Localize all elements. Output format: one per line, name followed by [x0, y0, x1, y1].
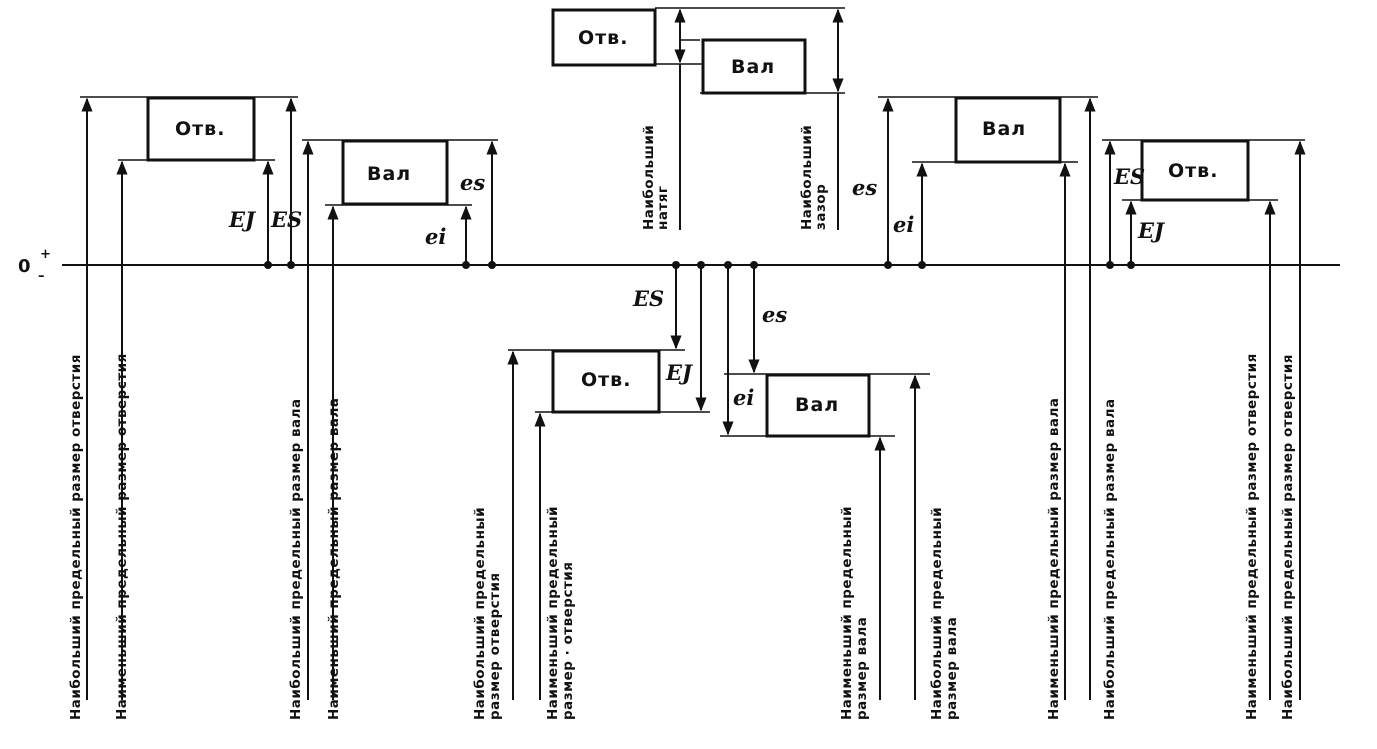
label-max-clearance-1: Наибольший [799, 125, 815, 230]
symbol-ei: ei [733, 385, 754, 410]
label-max-interference-2: натяг [655, 186, 671, 230]
group-hole-right: Отв. ES EJ Наименьший предельный размер … [1102, 139, 1306, 720]
label-min-hole-3: Наименьший предельный размер отверстия [1244, 353, 1260, 720]
label-min-shaft-3: Наименьший предельный размер вала [1046, 397, 1062, 720]
label-min-shaft-2b: размер вала [854, 617, 870, 720]
hole-box-label: Отв. [175, 118, 225, 140]
label-max-shaft-2a: Наибольший предельный [929, 507, 945, 720]
symbol-EJ: EJ [228, 207, 257, 232]
shaft-box [701, 38, 807, 95]
symbol-EJ: EJ [1137, 218, 1166, 243]
hole-box [1140, 139, 1250, 202]
group-shaft-above: Вал ei es Наибольший предельный размер в… [288, 139, 498, 720]
shaft-box [765, 373, 871, 438]
symbol-ES: ES [1113, 164, 1145, 189]
symbol-ei: ei [893, 212, 914, 237]
label-max-hole-2b: размер отверстия [487, 572, 503, 720]
symbol-ES: ES [270, 207, 302, 232]
shaft-box-label: Вал [982, 118, 1026, 140]
group-below-center: Отв. ES EJ Вал es ei Наибольший предельн… [472, 261, 960, 720]
label-max-shaft-2b: размер вала [944, 617, 960, 720]
group-hole-above: Отв. EJ ES Наибольший предельный размер … [68, 96, 302, 720]
hole-box-label: Отв. [581, 369, 631, 391]
symbol-EJ: EJ [665, 360, 694, 385]
symbol-ei: ei [425, 224, 446, 249]
hole-box-label: Отв. [1168, 160, 1218, 182]
label-min-hole-2a: Наименьший предельный [545, 506, 561, 720]
label-min-shaft-2a: Наименьший предельный [839, 506, 855, 720]
symbol-ES: ES [632, 286, 664, 311]
shaft-box-label: Вал [795, 394, 839, 416]
symbol-es: es [762, 302, 787, 327]
plus-sign: + [40, 247, 51, 262]
group-top-center: Отв. Вал Наибольший натяг Наибольший заз… [551, 7, 845, 230]
label-min-shaft: Наименьший предельный размер вала [326, 397, 342, 720]
hole-box-label: Отв. [578, 27, 628, 49]
label-min-hole-2b: размер · отверстия [560, 562, 576, 720]
label-max-clearance-2: зазор [813, 184, 829, 230]
group-shaft-right: Вал es ei Наименьший предельный размер в… [852, 96, 1118, 720]
label-max-shaft-3: Наибольший предельный размер вала [1102, 398, 1118, 720]
label-max-hole: Наибольший предельный размер отверстия [68, 354, 84, 720]
minus-sign: – [38, 269, 45, 284]
hole-box [146, 96, 256, 162]
zero-label: 0 [18, 256, 31, 277]
label-max-interference-1: Наибольший [641, 125, 657, 230]
label-max-shaft: Наибольший предельный размер вала [288, 398, 304, 720]
label-min-hole: Наименьший предельный размер отверстия [114, 353, 130, 720]
hole-box [551, 8, 657, 67]
symbol-es: es [460, 170, 485, 195]
shaft-box [954, 96, 1062, 164]
label-max-hole-3: Наибольший предельный размер отверстия [1280, 354, 1296, 720]
label-max-hole-2a: Наибольший предельный [472, 507, 488, 720]
shaft-box [341, 139, 449, 206]
shaft-box-label: Вал [731, 56, 775, 78]
shaft-box-label: Вал [367, 163, 411, 185]
symbol-es: es [852, 175, 877, 200]
hole-box [551, 349, 661, 414]
